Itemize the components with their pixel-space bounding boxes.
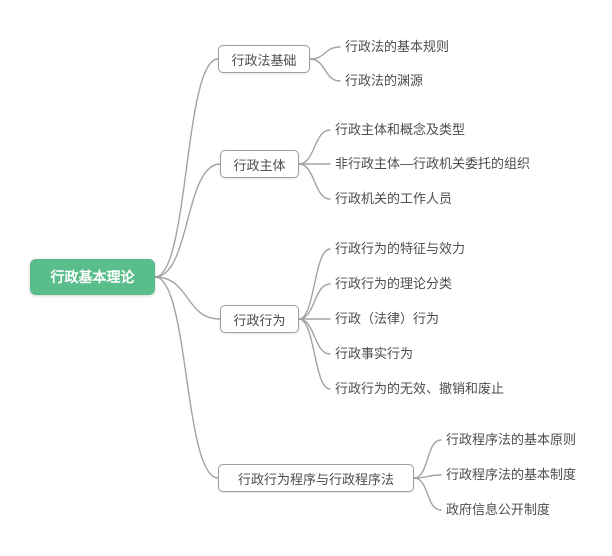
root-node-label: 行政基本理论 <box>50 269 135 285</box>
branch-node-administrative-subject[interactable]: 行政主体 <box>220 150 299 178</box>
leaf-node[interactable]: 非行政主体—行政机关委托的组织 <box>335 156 531 171</box>
leaf-node[interactable]: 行政行为的理论分类 <box>335 276 453 291</box>
leaf-node[interactable]: 行政行为的无效、撤销和废止 <box>335 381 505 396</box>
leaf-node[interactable]: 行政主体和概念及类型 <box>335 122 466 137</box>
connector-line <box>298 318 331 355</box>
connector-line <box>309 58 341 82</box>
leaf-node[interactable]: 行政事实行为 <box>335 346 414 361</box>
connector-line <box>154 163 221 278</box>
connector-line <box>298 283 331 320</box>
branch-node-label: 行政法基础 <box>231 52 297 68</box>
leaf-node[interactable]: 行政法的渊源 <box>345 73 424 88</box>
leaf-node[interactable]: 行政程序法的基本制度 <box>446 467 577 482</box>
connector-line <box>413 474 442 479</box>
connector-line <box>413 439 442 479</box>
leaf-node[interactable]: 行政机关的工作人员 <box>335 191 453 206</box>
branch-node-administrative-procedure[interactable]: 行政行为程序与行政程序法 <box>218 464 414 492</box>
connector-line <box>298 129 331 165</box>
branch-node-administrative-law-basics[interactable]: 行政法基础 <box>218 45 310 73</box>
connector-line <box>298 248 331 320</box>
leaf-node[interactable]: 行政程序法的基本原则 <box>446 432 577 447</box>
leaf-node[interactable]: 行政法的基本规则 <box>345 39 450 54</box>
branch-node-administrative-act[interactable]: 行政行为 <box>220 305 299 333</box>
root-node[interactable]: 行政基本理论 <box>30 259 155 295</box>
connector-line <box>154 276 219 479</box>
leaf-node[interactable]: 政府信息公开制度 <box>446 502 551 517</box>
connector-line <box>154 58 219 278</box>
connector-line <box>298 163 331 200</box>
leaf-node[interactable]: 行政行为的特征与效力 <box>335 241 466 256</box>
branch-node-label: 行政主体 <box>233 157 286 173</box>
leaf-node[interactable]: 行政（法律）行为 <box>335 311 440 326</box>
connector-line <box>154 276 221 320</box>
connector-line <box>413 477 442 511</box>
connector-line <box>309 46 341 60</box>
branch-node-label: 行政行为程序与行政程序法 <box>237 471 394 487</box>
connector-line <box>298 318 331 390</box>
branch-node-label: 行政行为 <box>233 312 286 328</box>
